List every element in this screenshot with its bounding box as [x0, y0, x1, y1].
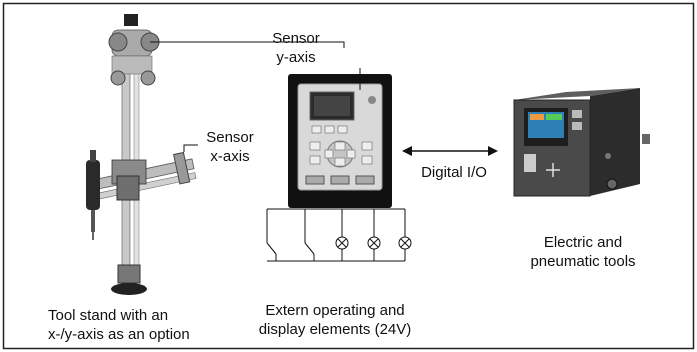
extern-io-circuit — [266, 208, 412, 262]
controller-illustration — [288, 74, 392, 208]
lamp-icon — [398, 236, 412, 250]
sensor-y-label: Sensor y-axis — [266, 29, 326, 67]
digital-io-label: Digital I/O — [421, 164, 487, 181]
extern-elements-label: Extern operating and display elements (2… — [250, 301, 420, 339]
sensor-y-line2: y-axis — [276, 49, 316, 66]
tool-stand-illustration — [86, 14, 197, 295]
tool-stand-label: Tool stand with an x-/y-axis as an optio… — [48, 306, 228, 344]
sensor-y-leader — [150, 41, 345, 48]
extern-line1: Extern operating and — [265, 302, 405, 319]
sensor-x-line1: Sensor — [206, 129, 254, 146]
extern-line2: display elements (24V) — [258, 321, 412, 338]
stand-line2: x-/y-axis as an option — [48, 326, 190, 343]
digital-io-arrow — [402, 146, 498, 156]
tools-line2: pneumatic tools — [530, 253, 636, 270]
sensor-x-line2: x-axis — [210, 148, 250, 165]
lamp-icon — [335, 236, 349, 250]
tool-controller-illustration — [513, 88, 650, 197]
sensor-x-leader — [183, 144, 198, 152]
sensor-x-label: Sensor x-axis — [199, 128, 261, 166]
tools-line1: Electric and — [543, 234, 623, 251]
stand-line1: Tool stand with an — [48, 307, 169, 324]
tools-label: Electric and pneumatic tools — [528, 233, 638, 271]
lamp-icon — [367, 236, 381, 250]
sensor-y-line1: Sensor — [272, 30, 320, 47]
